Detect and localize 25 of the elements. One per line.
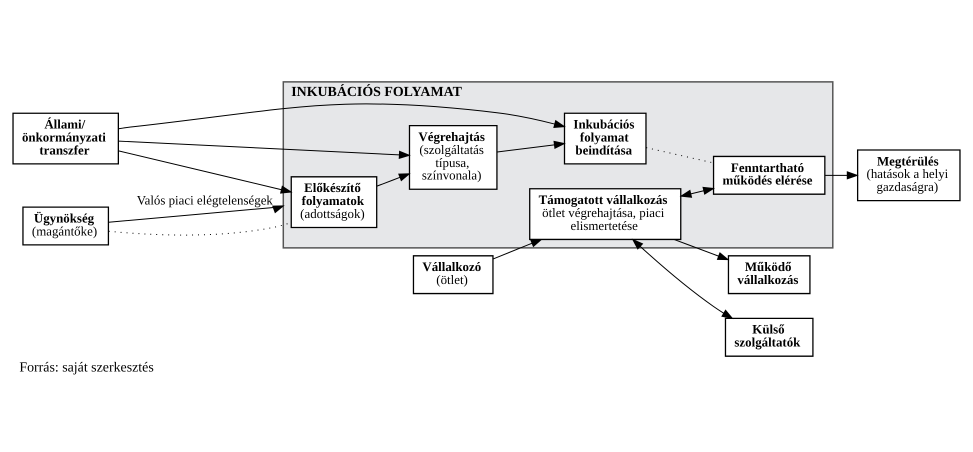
connector (646, 146, 714, 163)
arrow (118, 150, 293, 194)
arrow (376, 172, 411, 186)
node-box: Inkubációs folyamat beindítása (564, 112, 647, 164)
node-box: Vállalkozó (ötlet) (412, 254, 494, 294)
arrow (680, 186, 715, 198)
node-box: Ügynökség (magántőke) (22, 206, 110, 246)
arrow (496, 140, 566, 152)
node-box: Fenntartható működés elérése (712, 155, 826, 194)
arrow (673, 238, 730, 260)
arrow (108, 204, 285, 222)
node-box: Állami/ önkormányzati transzfer (12, 112, 119, 164)
node-box: Megtérülés (hatások a helyi gazdaságra) (856, 148, 961, 201)
arrow (118, 102, 566, 129)
node-box: Külső szolgáltatók (724, 317, 814, 356)
arrow (492, 238, 543, 259)
arrow (118, 140, 411, 158)
node-box: Előkészítő folyamatok (adottságok) (290, 176, 378, 228)
caption: Forrás: saját szerkesztés (19, 360, 154, 375)
arrow (632, 238, 734, 319)
node-box: Végrehajtás (szolgáltatás típusa, színvonala) (408, 124, 498, 190)
node-box: Támogatott vállalkozás ötlet végrehajtása, piaci elismertetése (529, 188, 682, 240)
arrow (824, 170, 859, 179)
node-box: Működő vállalkozás (728, 254, 811, 294)
edge-label: Valós piaci elégtelenségek (136, 192, 273, 208)
